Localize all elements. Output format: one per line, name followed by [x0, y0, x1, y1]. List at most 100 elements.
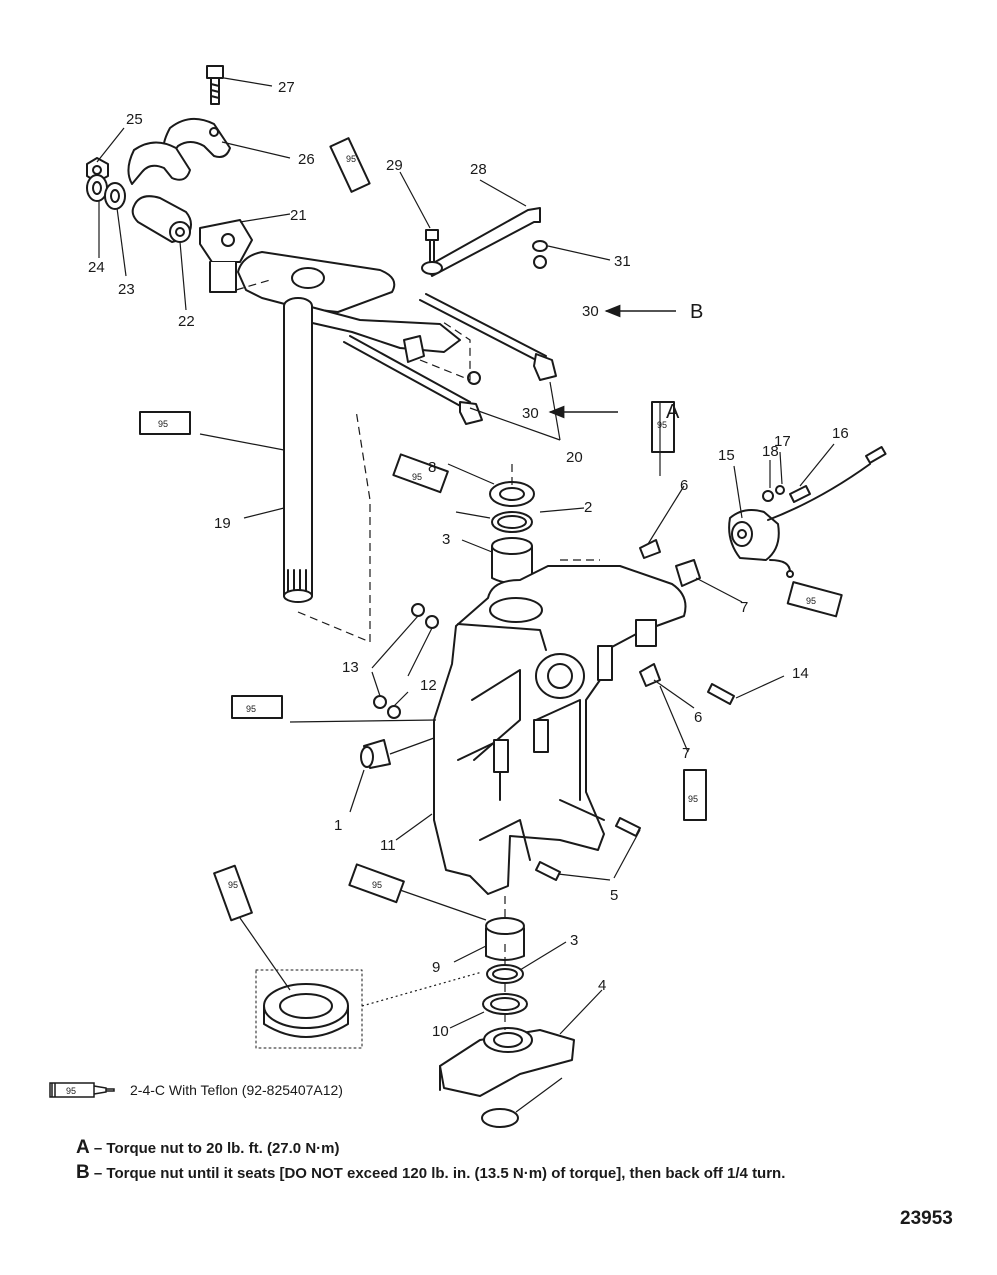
- torque-arrows: [548, 304, 676, 419]
- sealant-tube-4: [651, 401, 675, 453]
- part-yoke-9: [439, 1027, 575, 1097]
- sealant-tube-3: [392, 453, 449, 494]
- part-bushing-7-left: [360, 739, 391, 769]
- note-a-text: Torque nut to 20 lb. ft. (27.0 N·m): [106, 1140, 340, 1157]
- leader-lines: [96, 77, 835, 1113]
- part-nut-30-b: [533, 255, 547, 269]
- part-plate-21: [199, 219, 253, 293]
- part-mount-22: [131, 195, 192, 243]
- callout-13: 13: [342, 659, 359, 676]
- callout-29: 29: [386, 157, 403, 174]
- callout-25: 25: [126, 111, 143, 128]
- part-link-rod-28: [421, 207, 541, 277]
- sealant-tube-7: [683, 769, 707, 821]
- callout-17: 17: [774, 433, 791, 450]
- tube-label: 95: [246, 704, 256, 714]
- assembly-paths: [235, 279, 600, 1030]
- part-bolt-29: [425, 229, 439, 263]
- callout-11: 11: [380, 837, 396, 854]
- legend-text: 2-4-C With Teflon (92-825407A12): [130, 1082, 343, 1098]
- sealant-tube-icon: 95: [49, 1082, 115, 1098]
- note-b: B – Torque nut until it seats [DO NOT ex…: [76, 1162, 786, 1183]
- sealant-tube-2: [139, 411, 191, 435]
- part-screw-11: [535, 817, 641, 881]
- part-nut-30-a: [467, 371, 481, 385]
- callout-6: 6: [680, 477, 688, 494]
- part-washer-2: [491, 511, 533, 533]
- part-ring-10: [481, 1108, 519, 1128]
- callout-16: 16: [832, 425, 849, 442]
- callout-6: 6: [694, 709, 702, 726]
- part-bushing-7-right: [675, 559, 701, 587]
- part-washer-31: [532, 240, 548, 252]
- callout-27: 27: [278, 79, 295, 96]
- part-washer-12: [387, 615, 439, 719]
- tube-label: 95: [158, 419, 168, 429]
- callout-21: 21: [290, 207, 307, 224]
- torque-callout-a: A: [666, 401, 680, 423]
- callout-31: 31: [614, 253, 631, 270]
- callout-3: 3: [570, 932, 578, 949]
- sealant-tube-8: [348, 863, 405, 904]
- part-steering-arm: [237, 251, 461, 363]
- part-washer-24: [86, 174, 108, 202]
- inset-seal-detail: [255, 969, 363, 1049]
- part-clamp-26: [127, 117, 231, 185]
- tube-label: 95: [346, 154, 356, 164]
- note-a-key: A: [76, 1137, 90, 1158]
- part-swivel-bracket-1: [433, 565, 687, 895]
- part-nut-13: [373, 603, 425, 709]
- note-b-key: B: [76, 1162, 90, 1183]
- torque-callout-b: B: [690, 301, 703, 323]
- callout-18: 18: [762, 443, 779, 460]
- callout-28: 28: [470, 161, 487, 178]
- callout-3: 3: [442, 531, 450, 548]
- part-washer-17: [775, 485, 785, 495]
- callout-19: 19: [214, 515, 231, 532]
- part-bushing-3-lower: [485, 917, 525, 961]
- note-a: A – Torque nut to 20 lb. ft. (27.0 N·m): [76, 1137, 340, 1158]
- callout-8: 8: [428, 459, 436, 476]
- part-bolt-20-lower: [343, 335, 483, 425]
- callout-4: 4: [598, 977, 606, 994]
- part-screw-16: [789, 485, 811, 503]
- callout-14: 14: [792, 665, 809, 682]
- part-washer-5: [486, 964, 524, 984]
- callout-15: 15: [718, 447, 735, 464]
- callout-5: 5: [610, 887, 618, 904]
- sealant-tube-6: [231, 695, 283, 719]
- tube-label: 95: [688, 794, 698, 804]
- tube-label: 95: [806, 596, 816, 606]
- part-switch-15: [728, 446, 887, 578]
- callout-24: 24: [88, 259, 105, 276]
- tube-label: 95: [657, 420, 667, 430]
- callout-30: 30: [582, 303, 599, 320]
- part-bushing-3-upper: [491, 537, 533, 584]
- part-washer-23: [104, 182, 126, 210]
- callout-20: 20: [566, 449, 583, 466]
- callout-2: 2: [584, 499, 592, 516]
- part-grease-fitting-6-upper: [639, 539, 661, 559]
- sealant-tube-labels: 95 95 95 95 95 95 95 95 95: [158, 154, 816, 890]
- part-seal-8: [489, 481, 535, 507]
- sealant-tube-1: [329, 137, 371, 193]
- tube-label: 95: [412, 472, 422, 482]
- tube-label: 95: [228, 880, 238, 890]
- part-screw-14: [707, 683, 735, 705]
- figure-id: 23953: [900, 1208, 953, 1229]
- legend: 95 2-4-C With Teflon (92-825407A12): [48, 1078, 343, 1102]
- callout-9: 9: [432, 959, 440, 976]
- notes: A – Torque nut to 20 lb. ft. (27.0 N·m) …: [76, 1136, 936, 1186]
- part-bearing-4: [482, 993, 528, 1015]
- callout-23: 23: [118, 281, 135, 298]
- callout-1: 1: [334, 817, 342, 834]
- callout-26: 26: [298, 151, 315, 168]
- part-washer-18: [762, 490, 774, 502]
- callout-7: 7: [682, 745, 690, 762]
- callout-12: 12: [420, 677, 437, 694]
- tube-label: 95: [66, 1086, 76, 1096]
- callout-22: 22: [178, 313, 195, 330]
- part-screw-27: [206, 65, 224, 105]
